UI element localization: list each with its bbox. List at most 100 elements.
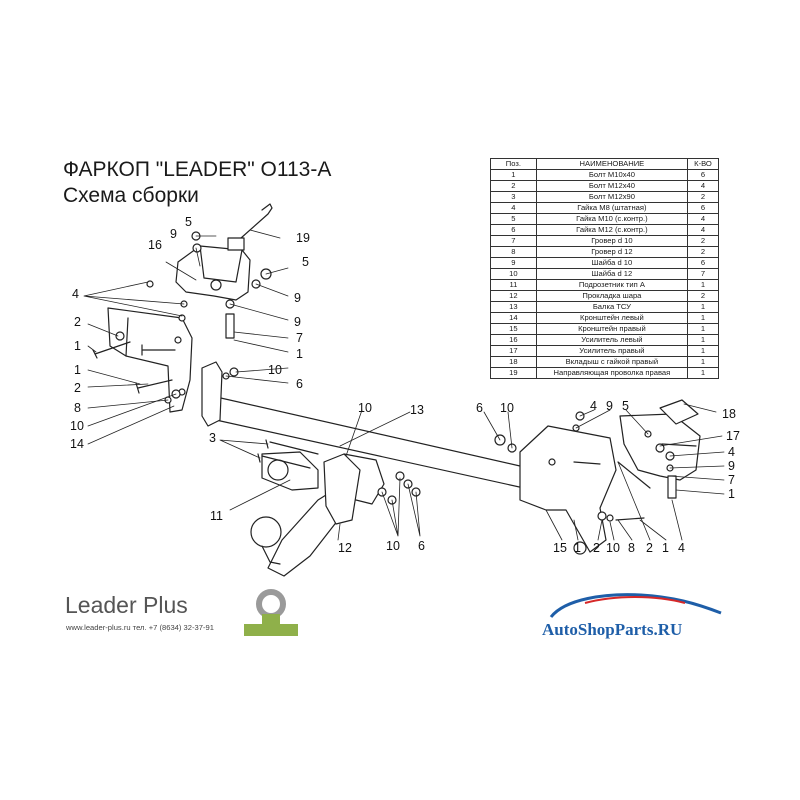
cell-pos: 2 — [490, 180, 537, 192]
cell-name: Гайка М12 (с.контр.) — [535, 224, 689, 236]
cell-qty: 6 — [687, 202, 719, 214]
insert-nut — [659, 399, 699, 425]
cell-name: Подрозетник тип А — [535, 279, 689, 291]
callout-6: 6 — [418, 539, 425, 553]
cell-qty: 2 — [687, 246, 719, 258]
cell-name: Болт М10х40 — [535, 169, 689, 181]
title-line-1: ФАРКОП "LEADER" О113-А — [63, 158, 332, 181]
cell-pos: 13 — [490, 301, 537, 313]
callout-13: 13 — [410, 403, 424, 417]
leader-plus-logo-icon — [244, 589, 298, 636]
cell-pos: 7 — [490, 235, 537, 247]
cell-pos: 11 — [490, 279, 537, 291]
cell-qty: 4 — [687, 224, 719, 236]
cell-qty: 1 — [687, 334, 719, 346]
cell-name: Кронштейн правый — [535, 323, 689, 335]
callout-9: 9 — [728, 459, 735, 473]
cell-pos: 5 — [490, 213, 537, 225]
bracket-right — [519, 425, 617, 553]
cell-pos: 3 — [490, 191, 537, 203]
callout-4: 4 — [72, 287, 79, 301]
reinforcement-left — [175, 245, 251, 301]
cell-name: Шайба d 12 — [535, 268, 689, 280]
callout-10: 10 — [358, 401, 372, 415]
cell-qty: 1 — [687, 312, 719, 324]
callout-5: 5 — [185, 215, 192, 229]
brand-name: Leader Plus — [65, 592, 188, 618]
callout-7: 7 — [728, 473, 735, 487]
cell-pos: 15 — [490, 323, 537, 335]
leader-lines — [83, 229, 725, 541]
callout-10: 10 — [386, 539, 400, 553]
callout-1: 1 — [74, 363, 81, 377]
callout-7: 7 — [296, 331, 303, 345]
cell-qty: 2 — [687, 290, 719, 302]
callout-6: 6 — [476, 401, 483, 415]
cell-pos: 1 — [490, 169, 537, 181]
bolt — [141, 344, 176, 356]
watermark-text: AutoShopParts.RU — [542, 620, 683, 639]
cell-name: Шайба d 10 — [535, 257, 689, 269]
callout-10: 10 — [268, 363, 282, 377]
callout-9: 9 — [294, 291, 301, 305]
callout-6: 6 — [296, 377, 303, 391]
cell-pos: 19 — [490, 367, 537, 379]
callout-11: 11 — [210, 509, 223, 523]
cell-name: Усилитель левый — [535, 334, 689, 346]
cell-name: Гровер d 10 — [535, 235, 689, 247]
cell-name: Кронштейн левый — [535, 312, 689, 324]
cell-pos: 10 — [490, 268, 537, 280]
callout-8: 8 — [628, 541, 635, 555]
callout-2: 2 — [646, 541, 653, 555]
cell-qty: 1 — [687, 323, 719, 335]
cell-pos: 14 — [490, 312, 537, 324]
callout-5: 5 — [302, 255, 309, 269]
cell-qty: 1 — [687, 301, 719, 313]
cell-qty: 2 — [687, 235, 719, 247]
callout-4: 4 — [728, 445, 735, 459]
callout-3: 3 — [209, 431, 216, 445]
cell-pos: 6 — [490, 224, 537, 236]
cell-pos: 12 — [490, 290, 537, 302]
parts-table-header: Поз. НАИМЕНОВАНИЕ К-ВО — [490, 158, 719, 170]
callout-1: 1 — [728, 487, 735, 501]
cell-qty: 6 — [687, 169, 719, 181]
cell-name: Направляющая проволка правая — [535, 367, 689, 379]
cell-name: Гайка М10 (с.контр.) — [535, 213, 689, 225]
callout-1: 1 — [574, 541, 581, 555]
cell-pos: 17 — [490, 345, 537, 357]
cell-qty: 6 — [687, 257, 719, 269]
cell-name: Болт М12х90 — [535, 191, 689, 203]
callout-16: 16 — [148, 238, 162, 252]
callout-9: 9 — [170, 227, 177, 241]
cell-qty: 4 — [687, 213, 719, 225]
callout-2: 2 — [74, 381, 81, 395]
callout-18: 18 — [722, 407, 736, 421]
cell-qty: 1 — [687, 367, 719, 379]
cell-qty: 4 — [687, 180, 719, 192]
callout-1: 1 — [296, 347, 303, 361]
cell-qty: 1 — [687, 279, 719, 291]
callout-1: 1 — [74, 339, 81, 353]
callout-17: 17 — [726, 429, 740, 443]
cell-pos: 8 — [490, 246, 537, 258]
callout-12: 12 — [338, 541, 352, 555]
header-pos: Поз. — [490, 158, 537, 170]
callout-14: 14 — [70, 437, 84, 451]
